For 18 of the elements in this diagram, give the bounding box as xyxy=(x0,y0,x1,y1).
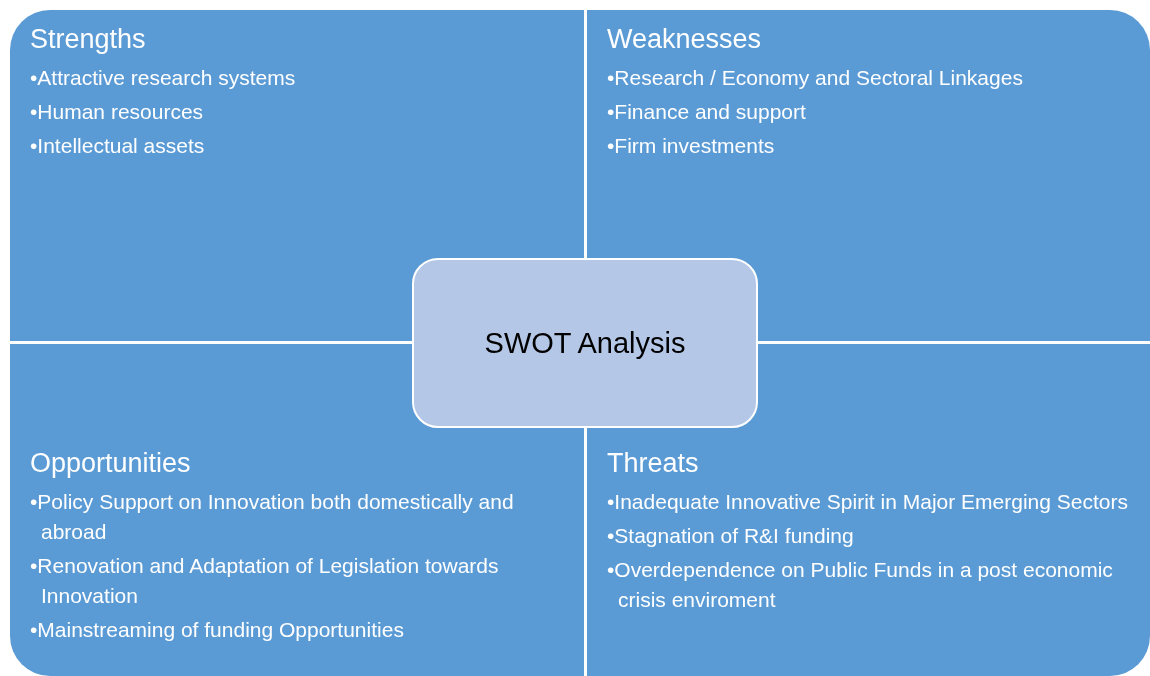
bullet-item: •Renovation and Adaptation of Legislation towards Innovation xyxy=(30,553,500,609)
bullet-item: •Research / Economy and Sectoral Linkages xyxy=(607,65,1024,91)
center-box xyxy=(412,258,758,428)
bullet-item: •Intellectual assets xyxy=(30,133,206,159)
quadrant-heading: Weaknesses xyxy=(607,24,763,55)
quadrant-heading: Threats xyxy=(607,448,700,479)
bullet-item: •Mainstreaming of funding Opportunities xyxy=(30,617,405,643)
quadrant-heading: Opportunities xyxy=(30,448,192,479)
bullet-item: •Policy Support on Innovation both domestically and abroad xyxy=(30,489,515,545)
bullet-item: •Finance and support xyxy=(607,99,807,125)
bullet-item: •Firm investments xyxy=(607,133,776,159)
quadrant-heading: Strengths xyxy=(30,24,147,55)
bullet-item: •Stagnation of R&I funding xyxy=(607,523,855,549)
bullet-item: •Inadequate Innovative Spirit in Major Emerging Sectors xyxy=(607,489,1129,515)
bullet-item: •Human resources xyxy=(30,99,205,125)
center-title: SWOT Analysis xyxy=(484,326,686,360)
bullet-item: •Overdependence on Public Funds in a post economic crisis enviroment xyxy=(607,557,1114,613)
bullet-item: •Attractive research systems xyxy=(30,65,297,91)
